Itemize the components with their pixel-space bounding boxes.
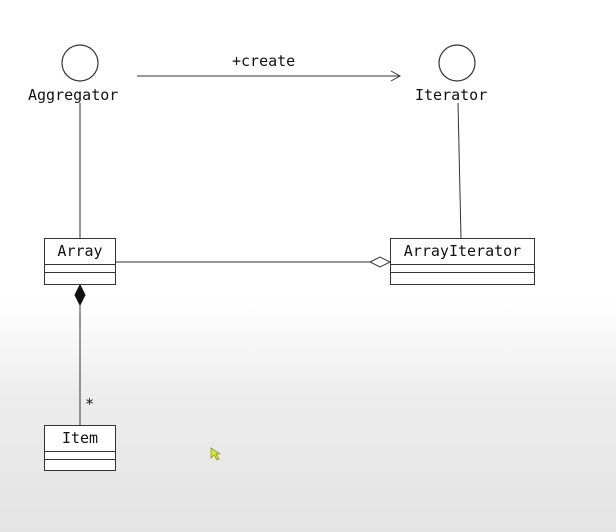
- arrayiterator-class-box[interactable]: ArrayIterator: [390, 238, 535, 285]
- iterator-interface-circle[interactable]: [438, 44, 476, 82]
- item-attributes-divider: [45, 451, 115, 452]
- aggregator-interface-circle[interactable]: [61, 44, 99, 82]
- aggregator-interface-label: Aggregator: [28, 86, 119, 104]
- item-multiplicity-label: *: [85, 395, 95, 413]
- iterator-interface-label: Iterator: [415, 86, 488, 104]
- array-operations-divider: [45, 272, 115, 273]
- arrayiterator-class-name: ArrayIterator: [403, 242, 522, 260]
- item-class-box[interactable]: Item: [44, 425, 116, 471]
- mouse-cursor-icon: [210, 447, 222, 461]
- item-operations-divider: [45, 459, 115, 460]
- arrayiterator-attributes-divider: [391, 264, 534, 265]
- create-arrowhead: [390, 70, 402, 82]
- aggregation-diamond: [368, 256, 392, 268]
- iterator-arrayiterator-line[interactable]: [457, 102, 462, 239]
- array-class-name: Array: [57, 242, 103, 260]
- arrayiterator-operations-divider: [391, 272, 534, 273]
- create-message-label: +create: [232, 52, 296, 70]
- item-class-name: Item: [61, 429, 99, 447]
- array-attributes-divider: [45, 264, 115, 265]
- array-class-box[interactable]: Array: [44, 238, 116, 285]
- composition-diamond: [74, 283, 86, 307]
